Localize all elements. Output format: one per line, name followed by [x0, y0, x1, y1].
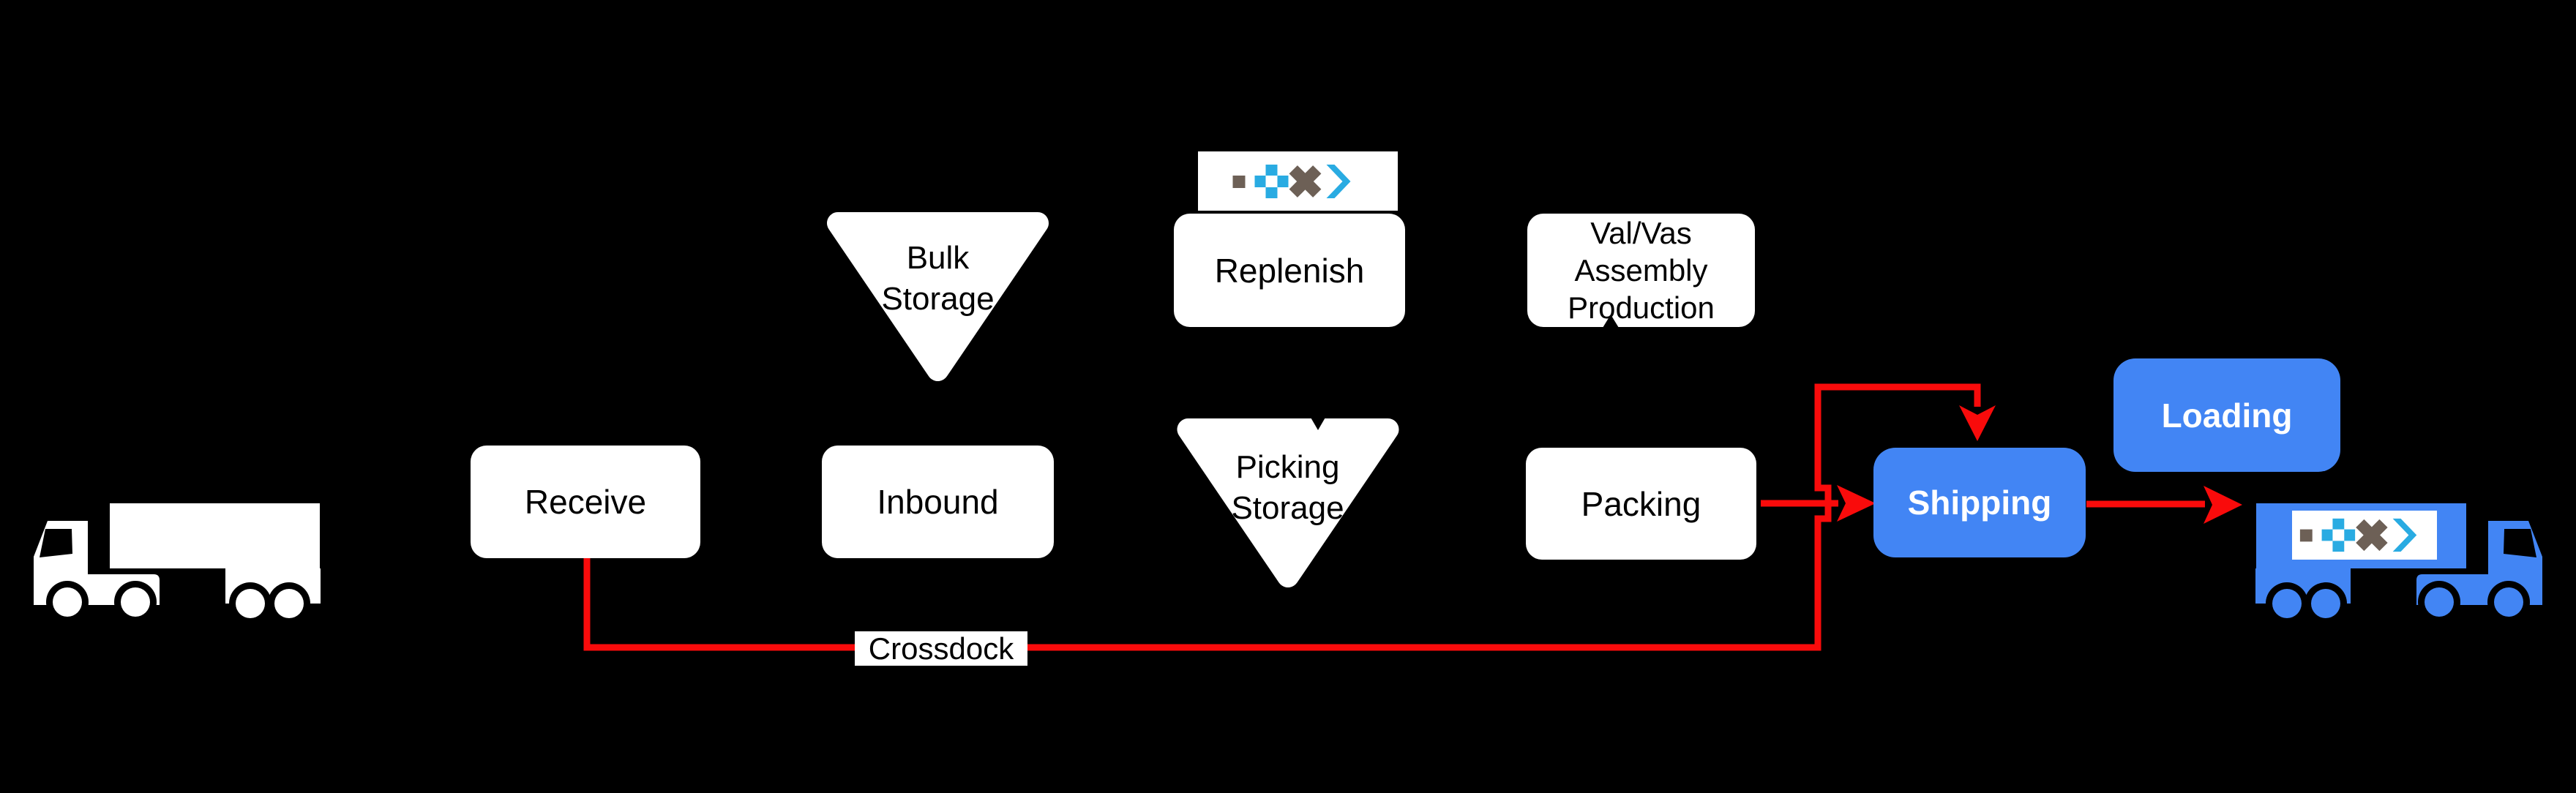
logo-cross-icon — [1289, 165, 1322, 198]
node-receive-label: Receive — [524, 483, 647, 521]
brand-logo-glyphs — [1232, 164, 1351, 198]
logo-chevron-right-icon — [1326, 164, 1351, 198]
node-valvas-label-line1: Val/Vas — [1590, 216, 1692, 250]
truck-logo-square-icon — [2299, 529, 2313, 542]
crossdock-label: Crossdock — [855, 631, 1027, 666]
shipping-to-truck-arrowhead-icon — [2204, 486, 2242, 524]
node-valvas-label-line2: Assembly — [1574, 253, 1708, 287]
truck-logo-plus-icon — [2321, 518, 2356, 552]
node-inbound-label: Inbound — [877, 483, 999, 521]
truck-logo-cross-icon — [2356, 519, 2388, 552]
logo-square-icon — [1232, 175, 1246, 188]
node-bulk-storage-label-line1: Bulk — [906, 240, 970, 276]
packing-to-shipping-arrowhead-icon — [1837, 485, 1876, 522]
node-inbound: Inbound — [822, 446, 1054, 558]
node-shipping-label: Shipping — [1907, 484, 2052, 522]
node-bulk-storage-triangle — [827, 212, 1049, 381]
node-loading: Loading — [2113, 358, 2340, 472]
node-loading-label: Loading — [2161, 396, 2293, 435]
truck-logo-panel — [2292, 511, 2437, 560]
node-packing: Packing — [1526, 448, 1756, 560]
brand-logo-icon — [1198, 151, 1398, 211]
node-picking-storage-label-line2: Storage — [1231, 490, 1344, 526]
truck-inbound-icon — [34, 503, 321, 625]
node-replenish-label: Replenish — [1214, 251, 1365, 290]
node-valvas-assembly-production: Val/Vas Assembly Production — [1527, 214, 1755, 327]
crossdock-arrowhead-down-icon — [1959, 405, 1996, 441]
truck-outbound-icon — [2255, 503, 2542, 625]
node-packing-label: Packing — [1581, 484, 1701, 523]
truck-logo-chevron-right-icon — [2392, 518, 2417, 552]
node-valvas-label-line3: Production — [1568, 290, 1715, 325]
node-receive: Receive — [471, 446, 700, 558]
node-replenish: Replenish — [1174, 214, 1405, 327]
node-shipping: Shipping — [1873, 448, 2086, 557]
node-bulk-storage-label-line2: Storage — [881, 281, 995, 317]
logo-plus-icon — [1254, 164, 1289, 198]
node-picking-storage-label-line1: Picking — [1235, 449, 1340, 485]
crossdock-label-text: Crossdock — [868, 631, 1014, 666]
